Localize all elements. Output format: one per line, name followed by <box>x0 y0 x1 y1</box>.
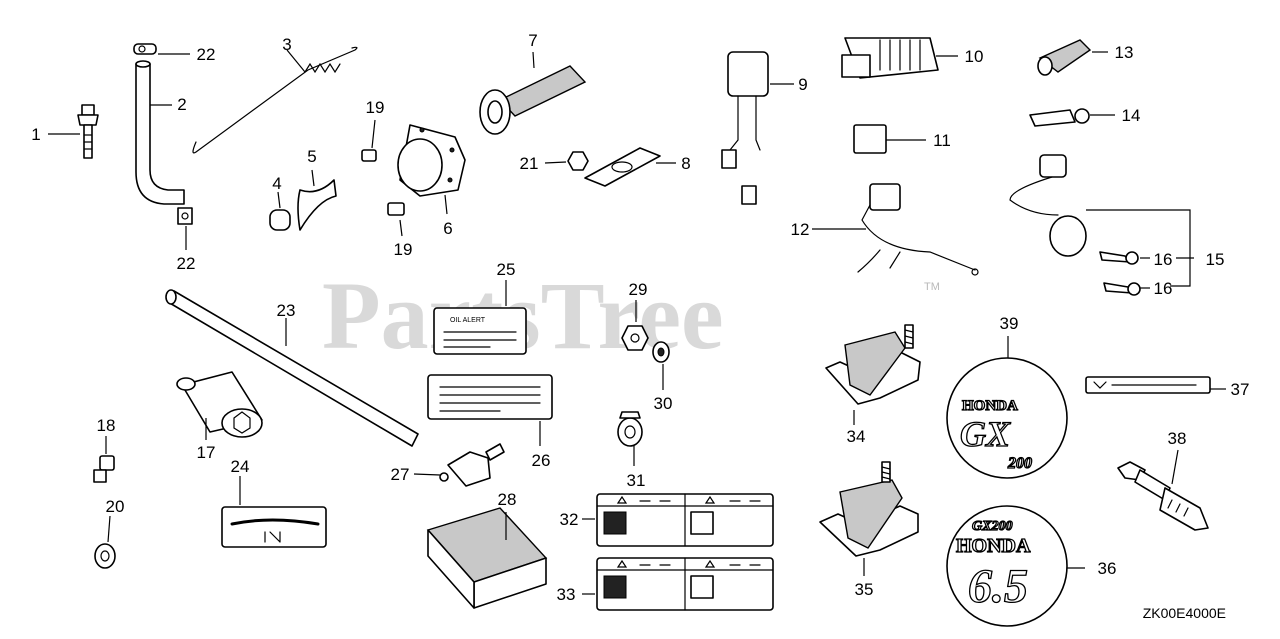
callout-labels: 1 2 3 4 5 6 7 8 9 10 11 12 13 14 15 16 1… <box>31 31 1249 604</box>
callout-36: 36 <box>1098 559 1117 578</box>
part-7-grip[interactable] <box>479 65 587 135</box>
callout-6: 6 <box>443 219 452 238</box>
part-2-hose[interactable] <box>135 60 185 205</box>
part-22-clip-bottom[interactable] <box>177 207 193 225</box>
callout-7: 7 <box>528 31 537 50</box>
part-23-rod[interactable] <box>165 289 419 447</box>
callout-16-bottom: 16 <box>1154 279 1173 298</box>
part-14-terminal[interactable] <box>1029 108 1090 127</box>
emblem-39-model-bottom: 200 <box>1007 455 1032 472</box>
part-19-bolt-bottom[interactable] <box>387 202 405 216</box>
callout-38: 38 <box>1168 429 1187 448</box>
part-24-decal[interactable] <box>221 506 327 548</box>
part-4-cap[interactable] <box>269 209 291 231</box>
callout-27: 27 <box>391 465 410 484</box>
part-37-strip[interactable] <box>1085 376 1211 394</box>
callout-39: 39 <box>1000 314 1019 333</box>
emblem-39-brand: HONDA <box>962 398 1018 414</box>
part-8-gasket[interactable] <box>584 147 661 187</box>
callout-25: 25 <box>497 260 516 279</box>
part-33-warning-label[interactable] <box>596 557 774 611</box>
callout-20: 20 <box>106 497 125 516</box>
part-39-emblem[interactable]: HONDA GX 200 <box>946 357 1068 479</box>
callout-18: 18 <box>97 416 116 435</box>
part-36-emblem[interactable]: GX200 HONDA 6.5 <box>946 505 1068 627</box>
part-26-label[interactable] <box>427 374 553 420</box>
callout-14: 14 <box>1122 106 1141 125</box>
part-9-module[interactable] <box>721 51 769 205</box>
callout-31: 31 <box>627 471 646 490</box>
part-38-spark-plug[interactable] <box>1117 461 1209 531</box>
emblem-39-model-top: GX <box>960 414 1011 454</box>
callout-11: 11 <box>933 131 951 150</box>
callout-30: 30 <box>654 394 673 413</box>
callout-33: 33 <box>557 585 576 604</box>
callout-9: 9 <box>798 75 807 94</box>
emblem-36-power: 6.5 <box>968 560 1028 613</box>
emblem-36-model: GX200 <box>972 519 1012 534</box>
callout-28: 28 <box>498 490 517 509</box>
part-21-nut[interactable] <box>567 151 589 171</box>
callout-22-top: 22 <box>197 45 216 64</box>
callout-12: 12 <box>791 220 810 239</box>
callout-17: 17 <box>197 443 216 462</box>
part-5-stem[interactable] <box>297 179 337 231</box>
callout-35: 35 <box>855 580 874 599</box>
part-11-relay[interactable] <box>853 124 887 154</box>
emblem-36-brand: HONDA <box>956 535 1031 557</box>
watermark-trademark: TM <box>924 281 940 293</box>
callout-10: 10 <box>965 47 984 66</box>
part-16-key-top[interactable] <box>1099 251 1139 265</box>
callout-2: 2 <box>177 95 186 114</box>
callout-22-bottom: 22 <box>177 254 196 273</box>
callout-21: 21 <box>520 154 539 173</box>
part-30-grommet[interactable] <box>652 341 670 363</box>
callout-13: 13 <box>1115 43 1134 62</box>
callout-5: 5 <box>307 147 316 166</box>
part-20-washer[interactable] <box>94 543 116 569</box>
callout-15: 15 <box>1206 250 1225 269</box>
callout-29: 29 <box>629 280 648 299</box>
callout-1: 1 <box>31 125 40 144</box>
part-16-key-bottom[interactable] <box>1103 282 1141 296</box>
part-25-oil-alert-label[interactable]: OIL ALERT <box>433 307 527 355</box>
part-3-spring[interactable] <box>192 46 358 154</box>
part-17-wrench[interactable] <box>176 371 263 438</box>
part-29-nut[interactable] <box>621 325 649 351</box>
callout-8: 8 <box>681 154 690 173</box>
part-27-valve[interactable] <box>439 443 505 487</box>
callout-32: 32 <box>560 510 579 529</box>
diagram-code: ZK00E4000E <box>1143 605 1226 621</box>
part-34-mount[interactable] <box>825 324 921 405</box>
part-1-fitting[interactable] <box>77 104 99 159</box>
callout-3: 3 <box>282 35 291 54</box>
callout-4: 4 <box>272 174 281 193</box>
callout-37: 37 <box>1231 380 1250 399</box>
part-12-harness[interactable] <box>857 183 979 276</box>
callout-24: 24 <box>231 457 250 476</box>
callout-23: 23 <box>277 301 296 320</box>
callout-26: 26 <box>532 451 551 470</box>
part-18-bolt[interactable] <box>93 455 115 483</box>
part-32-warning-label[interactable] <box>596 493 774 547</box>
callout-16-top: 16 <box>1154 250 1173 269</box>
part-13-boot[interactable] <box>1037 39 1092 76</box>
part-19-bolt-top[interactable] <box>361 149 377 162</box>
part-6-cover[interactable] <box>397 124 466 197</box>
part-35-mount[interactable] <box>819 461 919 557</box>
part-10-regulator[interactable] <box>841 37 939 79</box>
part-28-foam-block[interactable] <box>426 507 548 609</box>
callout-19-bottom: 19 <box>394 240 413 259</box>
callout-19-top: 19 <box>366 98 385 117</box>
part-15-switch[interactable] <box>1009 154 1087 257</box>
part-31-clamp[interactable] <box>617 411 643 447</box>
oil-alert-text: OIL ALERT <box>450 317 486 324</box>
part-22-clip-top[interactable] <box>133 43 157 55</box>
callout-34: 34 <box>847 427 866 446</box>
